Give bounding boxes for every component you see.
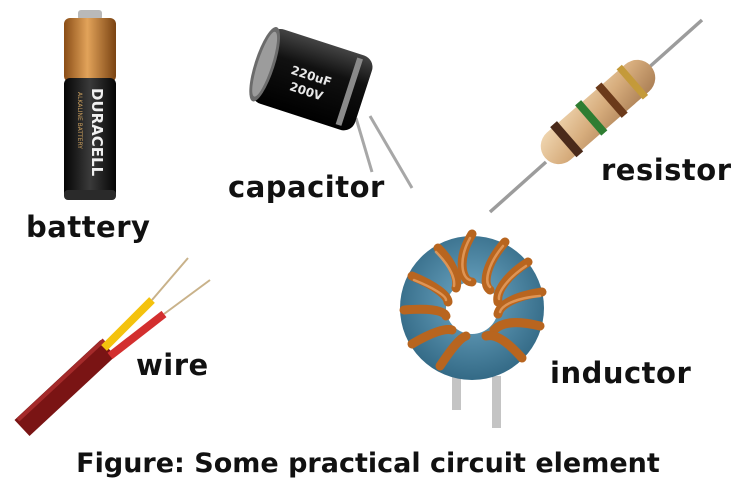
- capacitor-label: capacitor: [228, 170, 385, 204]
- inductor-image: [399, 229, 547, 428]
- battery-sub-text: ALKALINE BATTERY: [76, 92, 83, 149]
- inductor-label: inductor: [550, 356, 692, 390]
- wire-image: [14, 257, 211, 437]
- figure-caption: Figure: Some practical circuit element: [76, 448, 660, 479]
- capacitor-image: 220uF 200V: [249, 26, 414, 189]
- battery-label: battery: [26, 210, 151, 244]
- resistor-label: resistor: [601, 153, 732, 187]
- wire-label: wire: [136, 348, 209, 382]
- resistor-image: [488, 18, 704, 214]
- battery-brand-text: DURACELL: [88, 88, 106, 177]
- battery-image: DURACELL ALKALINE BATTERY: [64, 10, 116, 200]
